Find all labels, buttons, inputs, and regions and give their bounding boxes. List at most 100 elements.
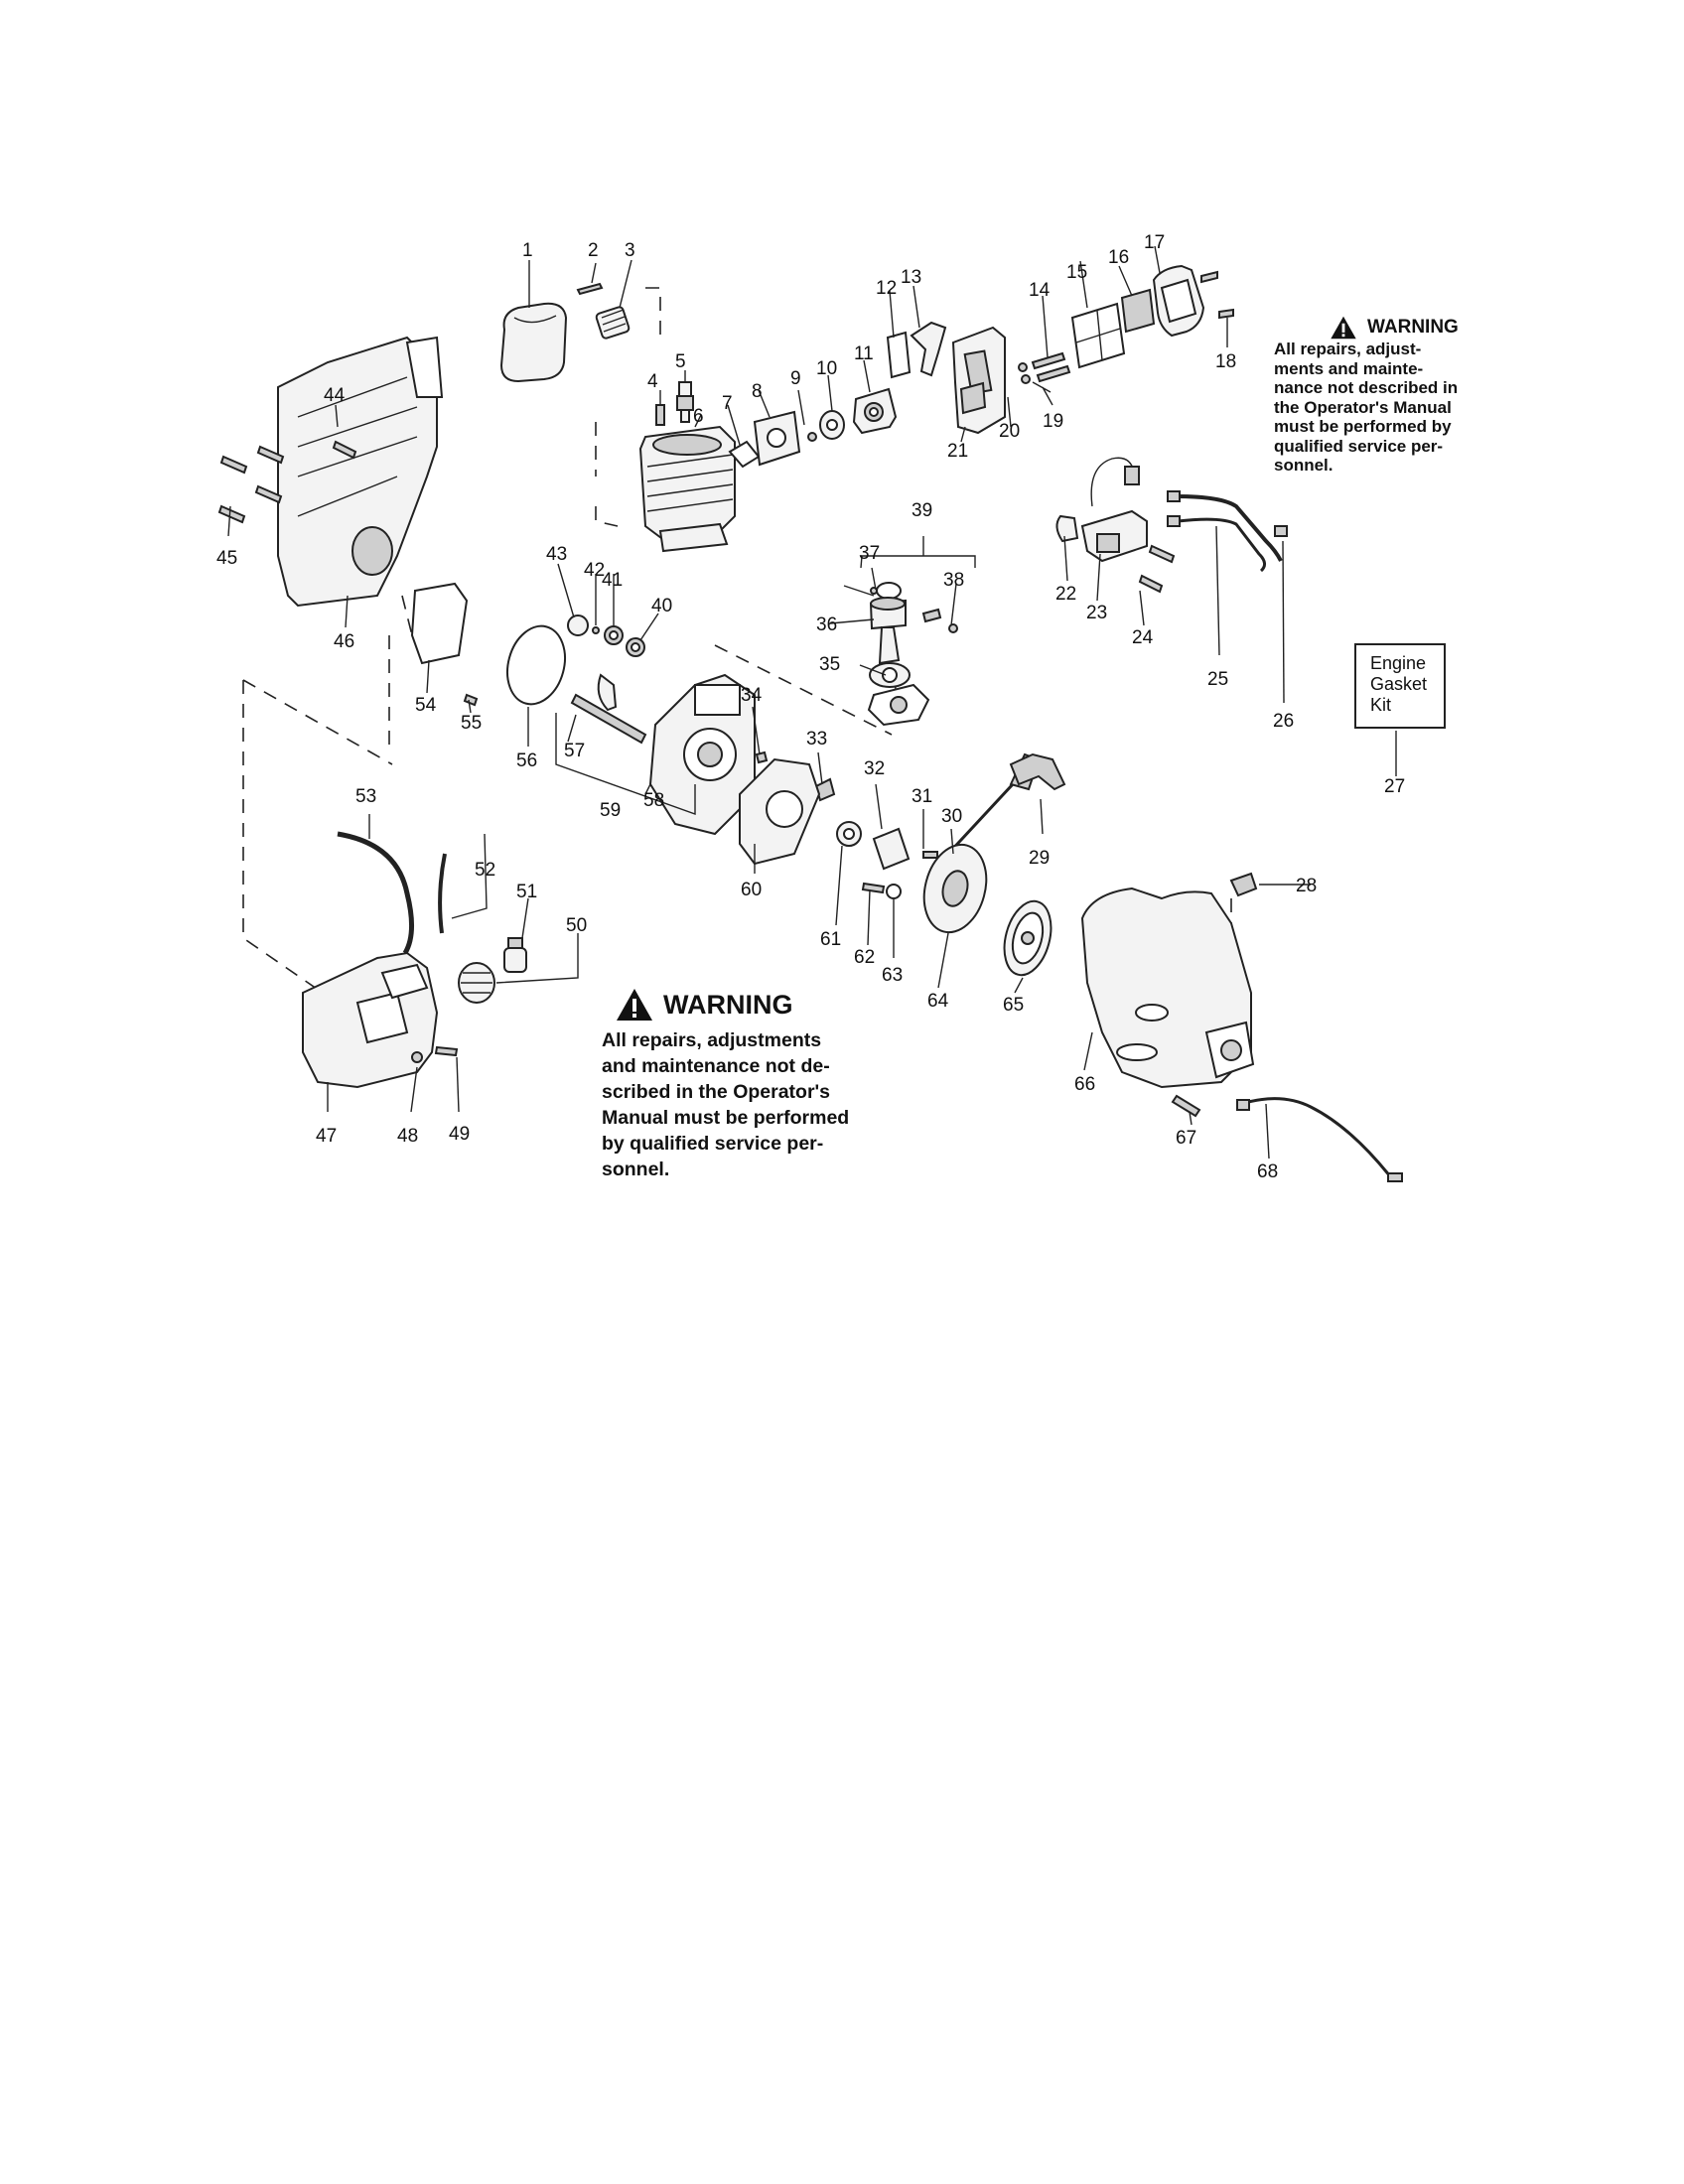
- callout-6: 6: [693, 406, 704, 427]
- warning-triangle-icon: [1331, 316, 1356, 340]
- callout-34: 34: [741, 685, 763, 706]
- callout-48: 48: [397, 1126, 418, 1147]
- callout-61: 61: [820, 929, 841, 950]
- screw-2: [576, 282, 604, 296]
- callout-11: 11: [854, 343, 874, 364]
- screw-14: [1031, 351, 1066, 370]
- callout-8: 8: [752, 381, 763, 402]
- callout-15: 15: [1066, 262, 1087, 283]
- washer-63: [886, 884, 902, 899]
- intake-insulator: [753, 410, 801, 467]
- screw-62: [861, 882, 886, 894]
- callout-7: 7: [722, 393, 733, 414]
- callout-51: 51: [516, 882, 537, 902]
- callout-54: 54: [415, 695, 437, 716]
- warning-side-text: All repairs, adjust- ments and mainte- n…: [1274, 340, 1504, 476]
- starter-housing: [1080, 887, 1255, 1089]
- callout-52: 52: [475, 860, 495, 881]
- callout-19: 19: [1043, 411, 1063, 432]
- warning-main-line: and maintenance not de-: [602, 1055, 830, 1077]
- callout-50: 50: [566, 915, 587, 936]
- screw-49: [434, 1045, 459, 1057]
- warning-main-title: WARNING: [663, 989, 793, 1020]
- screw-18a: [1200, 270, 1218, 284]
- callout-23: 23: [1086, 603, 1107, 623]
- cylinder: [638, 425, 736, 553]
- screw-4: [655, 404, 665, 426]
- starter-handle: [1009, 752, 1066, 791]
- engine-gasket-kit-box: Engine Gasket Kit: [1354, 643, 1446, 729]
- callout-30: 30: [941, 806, 962, 827]
- warning-notice-main: WARNING All repairs, adjustments and mai…: [602, 988, 905, 1182]
- fuel-tank: [302, 951, 439, 1089]
- callout-numbers: 1 2 3 4 5 6 7 8 9 10 11 12 13 14 15 16 1…: [216, 232, 1405, 1182]
- warning-side-line: ments and mainte-: [1274, 358, 1424, 378]
- callout-2: 2: [588, 240, 599, 261]
- callout-42: 42: [584, 560, 605, 581]
- screw-45b: [217, 504, 246, 524]
- callout-5: 5: [675, 351, 686, 372]
- callout-60: 60: [741, 880, 762, 900]
- warning-side-line: All repairs, adjust-: [1274, 340, 1422, 358]
- screw-45e: [332, 440, 357, 460]
- warning-side-line: nance not described in: [1274, 378, 1459, 397]
- callout-4: 4: [647, 371, 658, 392]
- gasket-12: [886, 331, 912, 379]
- callout-13: 13: [901, 267, 921, 288]
- throttle-cable: [1240, 1097, 1392, 1177]
- warning-main-line: by qualified service per-: [602, 1133, 824, 1155]
- ground-wire-25: [1176, 494, 1283, 562]
- warning-main-text: All repairs, adjustments and maintenance…: [602, 1027, 905, 1182]
- screw-19: [1036, 364, 1071, 383]
- warning-side-line: the Operator's Manual: [1274, 397, 1452, 417]
- screw-24a: [1148, 544, 1176, 564]
- callout-27: 27: [1384, 776, 1405, 797]
- callout-33: 33: [806, 729, 827, 750]
- callout-43: 43: [546, 544, 567, 565]
- part-drawings: [217, 264, 1403, 1182]
- fuel-line-53: [337, 831, 414, 955]
- callout-44: 44: [324, 385, 346, 406]
- callout-17: 17: [1144, 232, 1165, 253]
- clip-28: [1229, 872, 1258, 897]
- crankcase-half: [739, 757, 821, 866]
- o-ring: [506, 624, 566, 706]
- warning-main-line: All repairs, adjustments: [602, 1029, 822, 1051]
- spark-arrestor: [595, 306, 631, 340]
- callout-39: 39: [912, 500, 932, 521]
- key-42: [592, 626, 600, 634]
- washer-20b: [1021, 374, 1031, 384]
- crankshaft: [570, 673, 647, 745]
- callout-3: 3: [625, 240, 635, 261]
- fuel-cap: [458, 962, 495, 1004]
- callout-1: 1: [522, 240, 533, 261]
- screw-45c: [256, 445, 285, 465]
- callout-46: 46: [334, 631, 354, 652]
- kit-box-line: Gasket: [1370, 674, 1428, 694]
- dowel-34: [755, 751, 769, 764]
- warning-notice-side: WARNING All repairs, adjust- ments and m…: [1274, 316, 1504, 476]
- callout-58: 58: [643, 790, 664, 811]
- screw-31: [922, 851, 938, 859]
- callout-40: 40: [651, 596, 672, 616]
- callout-66: 66: [1074, 1074, 1095, 1095]
- kit-box-line: Engine: [1370, 653, 1427, 673]
- piston-assembly: [869, 582, 958, 688]
- callout-57: 57: [564, 741, 585, 761]
- warning-side-title: WARNING: [1367, 317, 1459, 338]
- callout-28: 28: [1296, 876, 1317, 896]
- warning-side-line: sonnel.: [1274, 456, 1333, 475]
- starter-shaft: [872, 827, 911, 871]
- screw-67: [1171, 1094, 1201, 1118]
- callout-65: 65: [1003, 995, 1024, 1016]
- screw-45d: [254, 484, 283, 504]
- recoil-spring: [1003, 899, 1052, 977]
- callout-29: 29: [1029, 848, 1050, 869]
- callout-67: 67: [1176, 1128, 1196, 1149]
- heat-shield: [410, 582, 469, 665]
- ground-wire-26: [1177, 517, 1266, 573]
- callout-47: 47: [316, 1126, 337, 1147]
- callout-56: 56: [516, 751, 537, 771]
- callout-18: 18: [1215, 351, 1236, 372]
- callout-45: 45: [216, 548, 237, 569]
